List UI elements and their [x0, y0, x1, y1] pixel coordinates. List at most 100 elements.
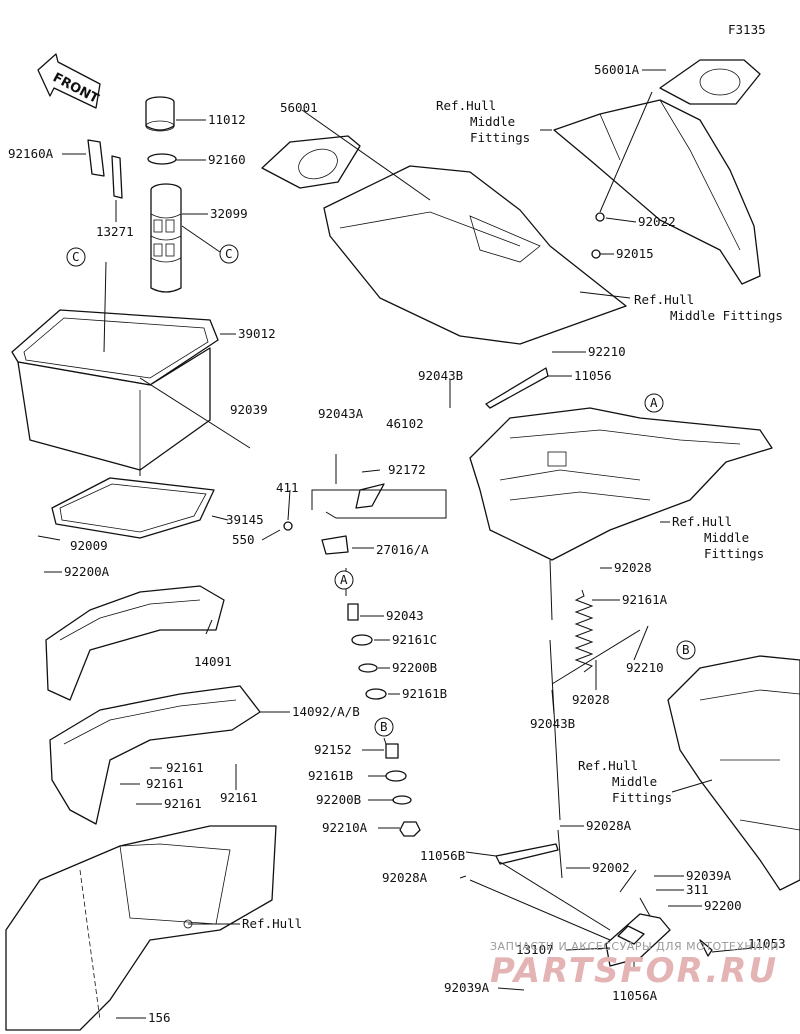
rod-11056B — [495, 843, 559, 865]
watermark-tagline: ЗАПЧАСТИ И АКСЕССУАРЫ ДЛЯ МОТОТЕХНИКИ — [490, 940, 779, 953]
label-92161-4: 92161 — [220, 790, 258, 805]
label-92039: 92039 — [230, 402, 268, 417]
tray — [469, 407, 773, 561]
front-arrow-icon: FRONT — [37, 53, 101, 109]
label-92161-1: 92161 — [166, 760, 204, 775]
label-92039A-2: 92039A — [444, 980, 490, 995]
label-11012: 11012 — [208, 112, 246, 127]
callout-b-1: B — [374, 717, 394, 737]
side-panel-right — [553, 99, 761, 285]
hull-middle — [667, 655, 800, 891]
label-13271: 13271 — [96, 224, 134, 239]
callout-b-2: B — [676, 640, 696, 660]
label-92043B-1: 92043B — [418, 368, 463, 383]
label-ref-hull-mf3-l1: Ref.Hull — [672, 514, 732, 529]
label-92028-2: 92028 — [572, 692, 610, 707]
vent-56001A — [659, 59, 761, 105]
latch-13107 — [605, 913, 671, 967]
label-ref-hull-mf1-l1: Ref.Hull — [436, 98, 496, 113]
label-92210A: 92210A — [322, 820, 368, 835]
svg-text:C: C — [72, 249, 80, 264]
label-92043: 92043 — [386, 608, 424, 623]
label-39012: 39012 — [238, 326, 276, 341]
label-92161B-1: 92161B — [402, 686, 447, 701]
label-ref-hull-mf3-l3: Fittings — [704, 546, 764, 561]
label-92161B-2: 92161B — [308, 768, 353, 783]
callout-c-1: C — [66, 247, 86, 267]
label-92161A: 92161A — [622, 592, 668, 607]
label-92039A-1: 92039A — [686, 868, 732, 883]
label-11056A: 11056A — [612, 988, 658, 1003]
label-27016A: 27016/A — [376, 542, 429, 557]
label-92161-2: 92161 — [146, 776, 184, 791]
label-46102: 46102 — [386, 416, 424, 431]
label-92210-2: 92210 — [626, 660, 664, 675]
washer-92022 — [595, 212, 605, 222]
label-411: 411 — [276, 480, 299, 495]
label-32099: 32099 — [210, 206, 248, 221]
cover-14091 — [45, 585, 225, 701]
vent-56001 — [261, 135, 361, 189]
svg-text:A: A — [650, 395, 658, 410]
svg-text:B: B — [380, 719, 388, 734]
label-92161C: 92161C — [392, 632, 437, 647]
bushing-92161B — [365, 688, 387, 700]
bushing-92161C — [351, 634, 373, 646]
label-ref-hull-mf1-l2: Middle — [470, 114, 515, 129]
pin-92043 — [347, 603, 359, 621]
label-11056B: 11056B — [420, 848, 465, 863]
cover-14092 — [49, 685, 261, 825]
label-ref-hull-mf4-l3: Fittings — [612, 790, 672, 805]
callout-a-1: A — [334, 570, 354, 590]
label-11056: 11056 — [574, 368, 612, 383]
clip-11053 — [699, 939, 713, 957]
label-56001: 56001 — [280, 100, 318, 115]
storage-bin-39012 — [11, 309, 219, 471]
label-13107: 13107 — [516, 942, 554, 957]
label-ref-hull-mf4-l2: Middle — [612, 774, 657, 789]
callout-c-2: C — [219, 244, 239, 264]
side-panel — [323, 165, 627, 345]
label-ref-hull: Ref.Hull — [242, 916, 302, 931]
hull-front — [5, 825, 277, 1031]
label-311: 311 — [686, 882, 709, 897]
spring-92161A — [574, 589, 594, 673]
label-92160A: 92160A — [8, 146, 54, 161]
label-92200B-1: 92200B — [392, 660, 437, 675]
knob-27016 — [321, 535, 349, 555]
label-39145: 39145 — [226, 512, 264, 527]
label-92200: 92200 — [704, 898, 742, 913]
label-92015: 92015 — [616, 246, 654, 261]
label-ref-hull-mf2-l2: Middle Fittings — [670, 308, 783, 323]
tube-32099 — [150, 183, 182, 293]
label-92172: 92172 — [388, 462, 426, 477]
svg-text:B: B — [682, 642, 690, 657]
label-156: 156 — [148, 1010, 171, 1025]
label-92043B-2: 92043B — [530, 716, 575, 731]
label-92028-1: 92028 — [614, 560, 652, 575]
washer-92200B-2 — [392, 795, 412, 805]
label-ref-hull-mf4-l1: Ref.Hull — [578, 758, 638, 773]
part-labels: 11012 92160 92160A 13271 32099 56001 560… — [8, 62, 786, 1025]
leader-lines — [37, 69, 753, 1019]
label-11053: 11053 — [748, 936, 786, 951]
label-ref-hull-mf3-l2: Middle — [704, 530, 749, 545]
bracket-13271 — [111, 155, 123, 199]
washer-411 — [283, 521, 293, 531]
seal-39145 — [51, 477, 215, 539]
label-14092: 14092/A/B — [292, 704, 360, 719]
label-550: 550 — [232, 532, 255, 547]
callout-a-2: A — [644, 393, 664, 413]
svg-text:C: C — [225, 246, 233, 261]
label-92200B-2: 92200B — [316, 792, 361, 807]
label-92022: 92022 — [638, 214, 676, 229]
collar-92152 — [385, 743, 399, 759]
label-92043A: 92043A — [318, 406, 364, 421]
label-92200A: 92200A — [64, 564, 110, 579]
strap-92160A — [87, 139, 105, 177]
bar-11056 — [485, 367, 549, 409]
nut-92210A — [399, 821, 421, 837]
label-14091: 14091 — [194, 654, 232, 669]
